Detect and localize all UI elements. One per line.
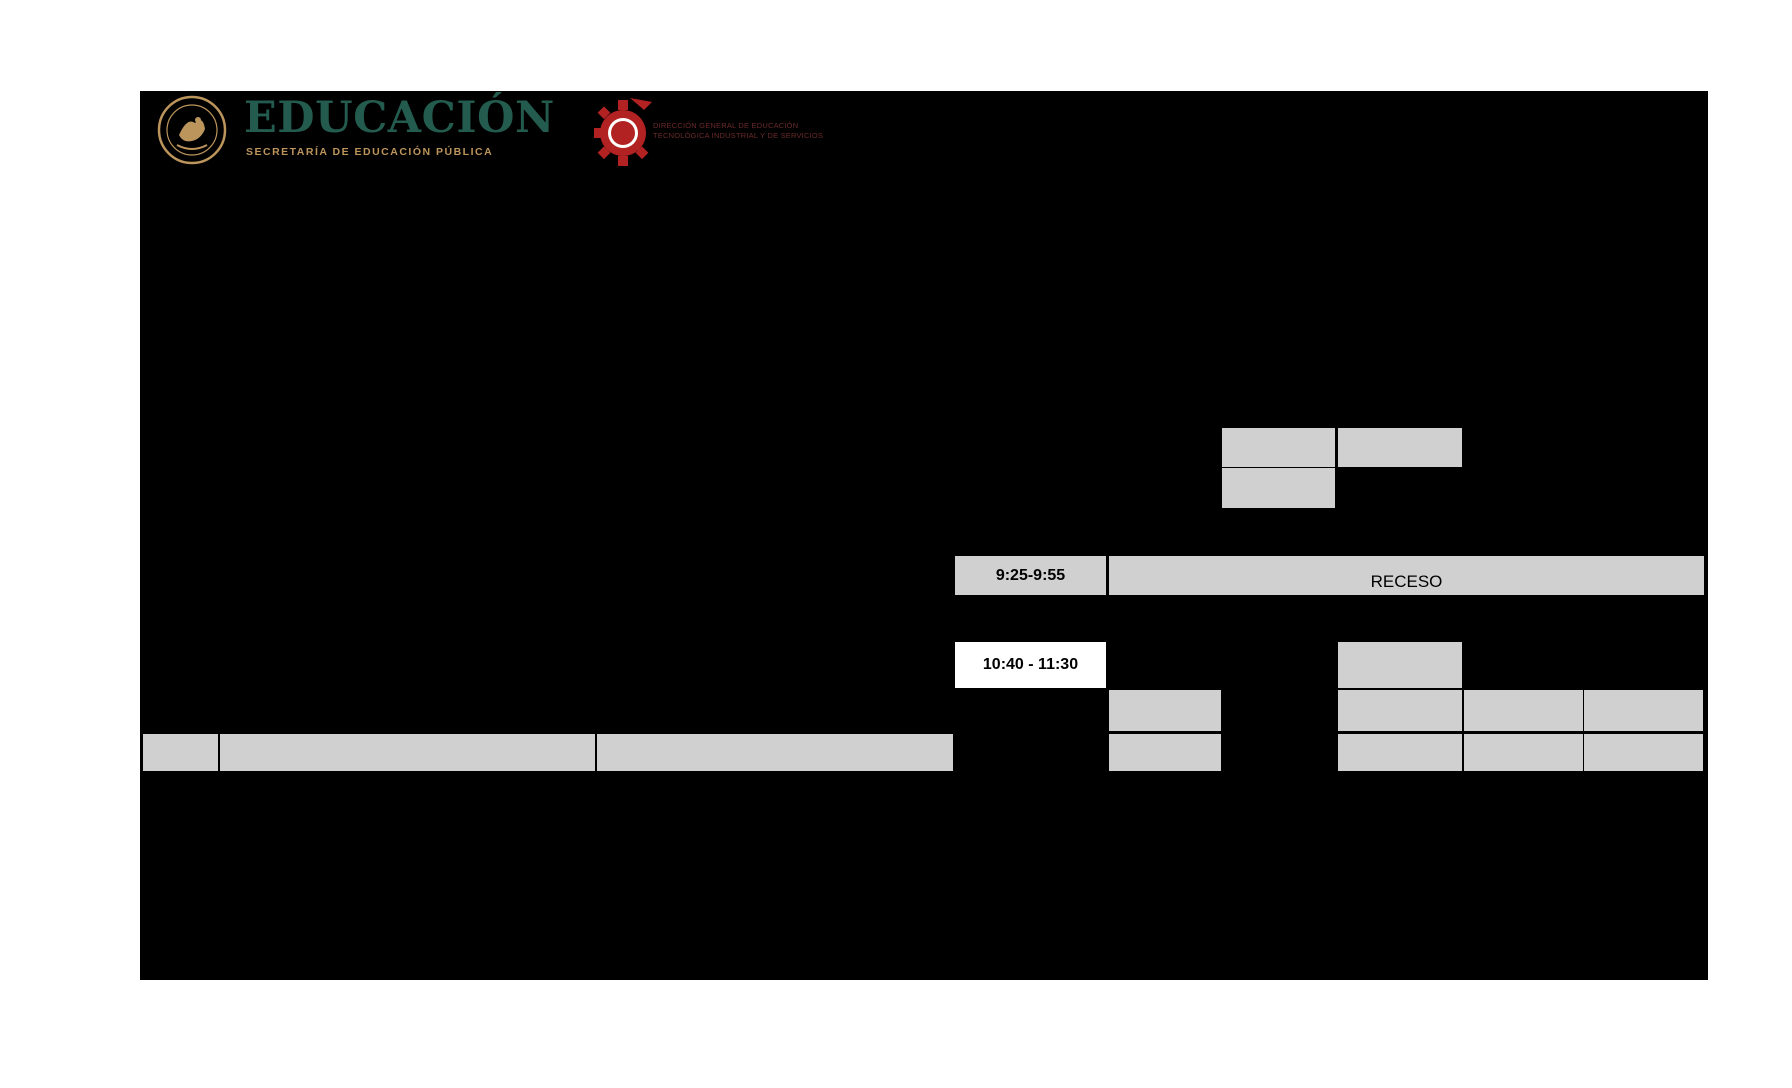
grid-cell — [220, 734, 595, 771]
dgeti-line-2: TECNOLÓGICA INDUSTRIAL Y DE SERVICIOS — [653, 131, 824, 140]
grid-cell — [1584, 690, 1703, 731]
grid-cell — [1464, 690, 1583, 731]
grid-cell — [1584, 734, 1703, 771]
dgeti-line-1: DIRECCIÓN GENERAL DE EDUCACIÓN — [653, 121, 799, 130]
slot-time-cell: 10:40 - 11:30 — [955, 642, 1106, 688]
grid-cell — [1464, 734, 1583, 771]
recess-label-cell: RECESO — [1109, 556, 1704, 595]
grid-cell — [1222, 468, 1335, 508]
grid-cell — [1338, 734, 1462, 771]
national-seal-icon — [157, 95, 227, 165]
grid-cell — [597, 734, 953, 771]
recess-time-cell: 9:25-9:55 — [955, 556, 1106, 595]
dgeti-gear-icon — [594, 98, 652, 166]
grid-cell — [1338, 690, 1462, 731]
grid-cell — [143, 734, 218, 771]
schedule-sheet: EDUCACIÓN SECRETARÍA DE EDUCACIÓN PÚBLIC… — [140, 91, 1708, 980]
grid-cell — [1222, 428, 1335, 467]
grid-cell — [1109, 734, 1221, 771]
grid-cell — [1109, 690, 1221, 731]
grid-cell — [1338, 642, 1462, 688]
grid-cell — [1338, 428, 1462, 467]
sep-subtitle: SECRETARÍA DE EDUCACIÓN PÚBLICA — [246, 146, 494, 158]
sep-title: EDUCACIÓN — [244, 93, 555, 143]
dgeti-name: DIRECCIÓN GENERAL DE EDUCACIÓN TECNOLÓGI… — [653, 121, 823, 141]
